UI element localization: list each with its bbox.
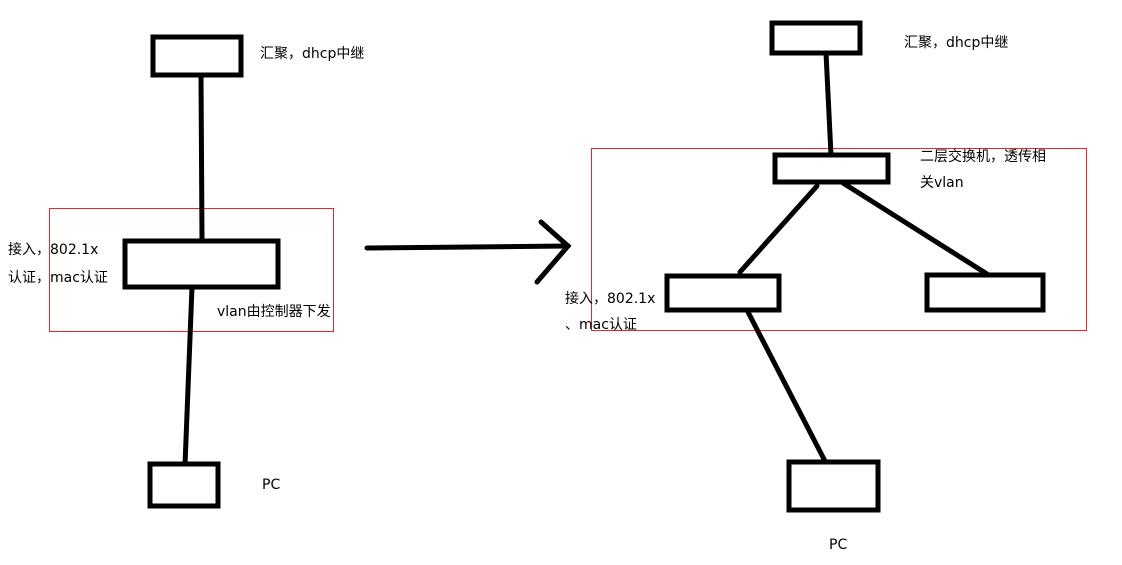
left-access-label-1: 接入，802.1x bbox=[8, 241, 98, 258]
right-access-label-1: 接入，802.1x bbox=[565, 290, 655, 307]
right-l2-label-1: 二层交换机，透传相 bbox=[920, 148, 1046, 165]
left-aggregation-label: 汇聚，dhcp中继 bbox=[260, 46, 364, 62]
right-l2-switch bbox=[772, 152, 891, 185]
right-pc bbox=[786, 459, 881, 513]
right-access-switch-2 bbox=[924, 272, 1046, 313]
right-link-l2-access bbox=[737, 183, 820, 275]
right-pc-label: PC bbox=[829, 537, 847, 553]
right-aggregation-label: 汇聚，dhcp中继 bbox=[904, 35, 1008, 51]
left-pc-label: PC bbox=[262, 477, 280, 493]
left-link-agg-access bbox=[198, 72, 205, 243]
left-pc bbox=[147, 461, 221, 509]
right-link-agg-l2 bbox=[823, 50, 834, 158]
transition-arrow-icon bbox=[364, 219, 572, 285]
right-access-label-2: 、mac认证 bbox=[565, 317, 637, 333]
left-access-switch bbox=[122, 238, 281, 290]
right-link-l2-access2 bbox=[840, 180, 990, 277]
left-link-access-pc bbox=[182, 284, 195, 468]
left-aggregation-switch bbox=[150, 34, 244, 78]
right-highlight-region bbox=[591, 148, 1087, 331]
left-access-label-2: 认证，mac认证 bbox=[8, 270, 108, 286]
right-aggregation-switch bbox=[769, 20, 863, 56]
right-l2-label-2: 关vlan bbox=[920, 175, 964, 191]
right-link-access-pc bbox=[745, 309, 829, 466]
right-access-switch bbox=[664, 273, 782, 313]
left-vlan-label: vlan由控制器下发 bbox=[217, 304, 331, 320]
